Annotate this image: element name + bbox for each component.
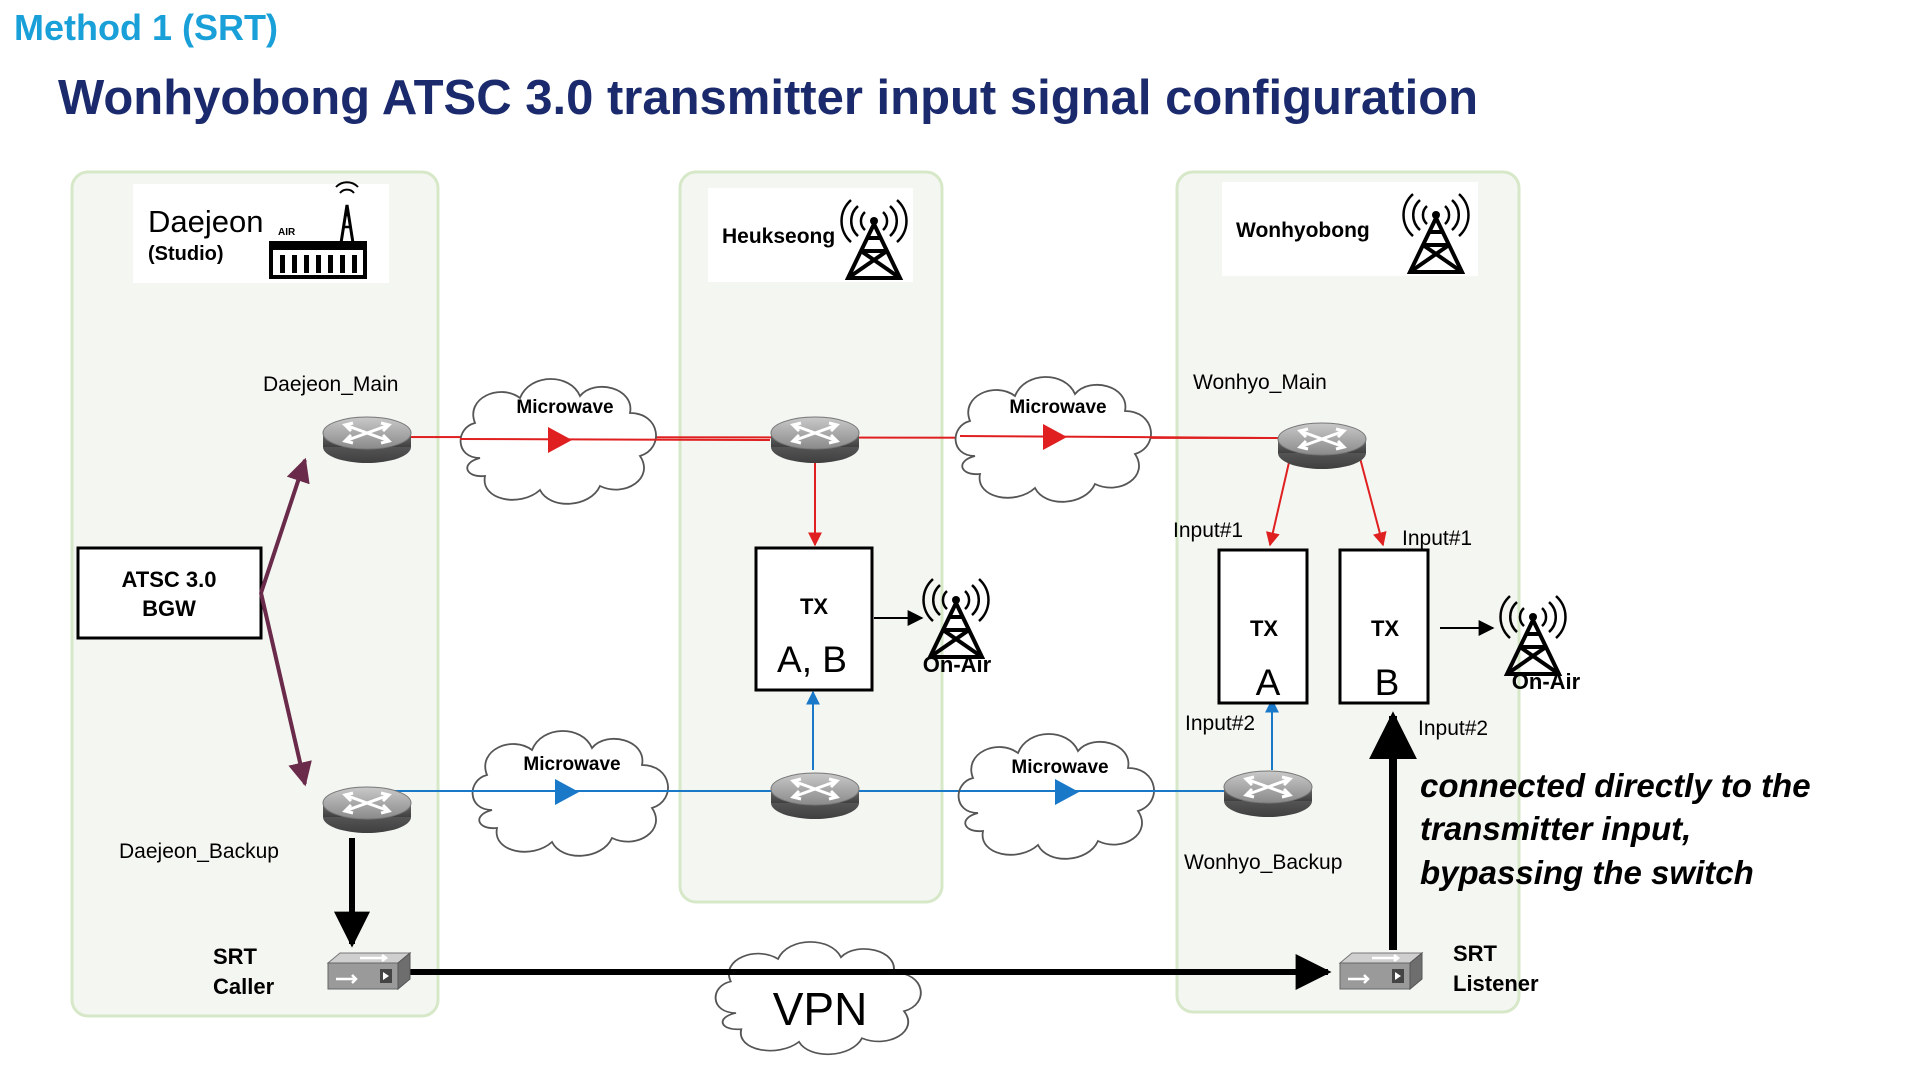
srt-caller-line1: SRT	[213, 944, 258, 969]
heukseong-tx-box	[754, 546, 874, 692]
microwave-label-main-2: Microwave	[1009, 397, 1106, 418]
microwave-label-backup-1: Microwave	[523, 754, 620, 775]
srt-listener-line1: SRT	[1453, 941, 1498, 966]
backup-flow-arrow-2	[1055, 779, 1079, 805]
input2-label-a: Input#2	[1185, 712, 1255, 735]
wonhyo-main-to-tx-b	[1359, 457, 1387, 547]
srt-caller-switch-icon	[326, 951, 412, 991]
router-label-wonhyo-main: Wonhyo_Main	[1193, 371, 1327, 394]
bgw-to-backup-link	[259, 592, 312, 787]
wonhyobong-site-name: Wonhyobong	[1236, 219, 1370, 242]
studio-building-icon: AIR	[269, 181, 367, 279]
daejeon-site-sub: (Studio)	[148, 243, 224, 265]
wonhyo-tx-a-label: TX	[1250, 616, 1278, 641]
router-wonhyo-backup	[1222, 769, 1314, 819]
wonhyo-main-to-tx-a	[1266, 457, 1291, 547]
router-wonhyo-main	[1276, 421, 1368, 471]
router-heukseong-main	[769, 415, 861, 465]
input1-label-a: Input#1	[1173, 519, 1243, 542]
main-path-overlay-2	[959, 435, 1279, 439]
wonhyo-tx-b-label: TX	[1371, 616, 1399, 641]
note-line1: connected directly to the	[1420, 767, 1811, 804]
wonhyo-tx-b-box	[1338, 548, 1430, 705]
router-label-daejeon-main: Daejeon_Main	[263, 373, 398, 396]
router-daejeon-backup	[321, 785, 413, 835]
srt-listener-line2: Listener	[1453, 971, 1539, 996]
wonhyo-onair-label: On-Air	[1512, 669, 1581, 694]
heukseong-tx-sub: A, B	[777, 639, 847, 680]
daejeon-site-name: Daejeon	[148, 204, 263, 239]
heukseong-site-name: Heukseong	[722, 225, 835, 248]
main-flow-arrow-1	[548, 427, 572, 453]
main-path-overlay	[459, 438, 771, 441]
srt-listener-switch-icon	[1338, 951, 1424, 991]
main-flow-arrow-2	[1043, 424, 1067, 450]
note-line3: bypassing the switch	[1420, 854, 1754, 891]
vpn-label: VPN	[773, 983, 868, 1035]
microwave-label-main-1: Microwave	[516, 397, 613, 418]
router-label-daejeon-backup: Daejeon_Backup	[119, 840, 279, 863]
atsc-bgw-box	[76, 546, 263, 640]
wonhyo-tx-a-sub: A	[1256, 662, 1281, 703]
atsc-bgw-line1: ATSC 3.0	[122, 567, 217, 592]
wonhyo-tx-b-sub: B	[1375, 662, 1400, 703]
heukseong-tx-label: TX	[800, 594, 828, 619]
note-line2: transmitter input,	[1420, 810, 1691, 847]
backup-flow-arrow-1	[555, 779, 579, 805]
srt-caller-line2: Caller	[213, 974, 275, 999]
wonhyobong-site-header	[1222, 182, 1478, 276]
wonhyo-tx-a-box	[1217, 548, 1309, 705]
heukseong-onair-label: On-Air	[923, 652, 992, 677]
atsc-bgw-line2: BGW	[142, 596, 196, 621]
input2-label-b: Input#2	[1418, 717, 1488, 740]
router-heukseong-backup	[769, 771, 861, 821]
router-label-wonhyo-backup: Wonhyo_Backup	[1184, 851, 1342, 874]
page-title: Wonhyobong ATSC 3.0 transmitter input si…	[58, 71, 1478, 125]
bgw-to-main-link	[259, 457, 310, 594]
studio-air-label: AIR	[278, 227, 296, 238]
router-daejeon-main	[321, 415, 413, 465]
input1-label-b: Input#1	[1402, 527, 1472, 550]
microwave-label-backup-2: Microwave	[1011, 757, 1108, 778]
method-label: Method 1 (SRT)	[14, 7, 278, 48]
